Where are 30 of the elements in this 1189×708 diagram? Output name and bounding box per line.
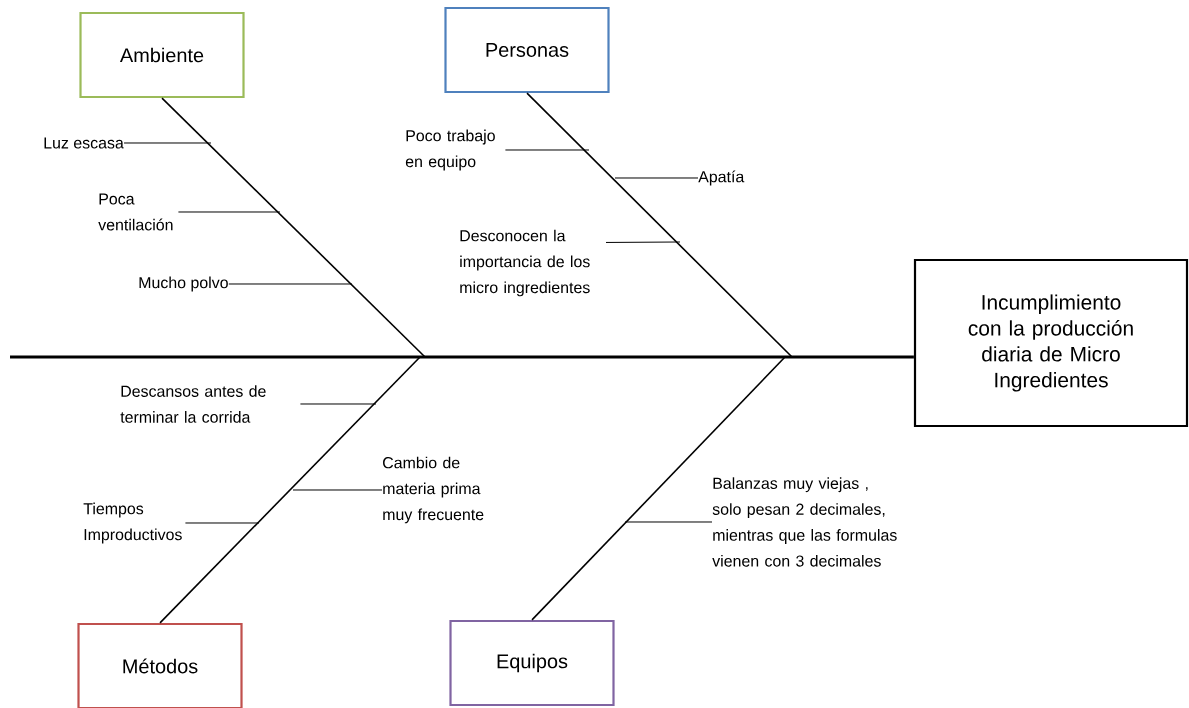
bone-line — [526, 92, 793, 358]
cause-text: Poca ventilación — [98, 193, 173, 231]
effect-box: Incumplimiento con la producción diaria de Micro Ingredientes — [913, 258, 1189, 428]
leader-line — [299, 403, 377, 405]
cause-text: Desconocen la importancia de los micro ingredientes — [460, 229, 590, 297]
cause-text: Luz escasa — [44, 137, 124, 149]
category-box: Equipos — [449, 619, 615, 707]
leader-line — [177, 211, 281, 213]
leader-line — [605, 241, 681, 243]
leader-line — [624, 521, 713, 523]
cause-text: Poco trabajo en equipo — [405, 129, 495, 171]
bone-line — [159, 356, 421, 624]
category-box: Métodos — [77, 622, 243, 708]
leader-line — [504, 149, 590, 151]
cause-text: Tiempos Improductivos — [83, 502, 182, 544]
category-box: Personas — [444, 6, 610, 94]
spine-line — [10, 355, 914, 359]
cause-text: Descansos antes de terminar la corrida — [120, 385, 266, 423]
leader-line — [614, 177, 699, 179]
leader-line — [292, 489, 383, 491]
cause-text: Mucho polvo — [139, 276, 228, 292]
leader-line — [184, 522, 260, 524]
cause-text: Cambio de materia prima muy frecuente — [383, 456, 484, 524]
category-box: Ambiente — [79, 11, 245, 99]
bone-line — [531, 356, 786, 621]
leader-line — [123, 142, 212, 144]
leader-line — [228, 283, 353, 285]
bone-line — [161, 97, 426, 358]
cause-text: Apatía — [698, 170, 745, 186]
cause-text: Balanzas muy viejas , solo pesan 2 decimales, mientras que las formulas vienen con 3 decimales — [712, 477, 897, 567]
